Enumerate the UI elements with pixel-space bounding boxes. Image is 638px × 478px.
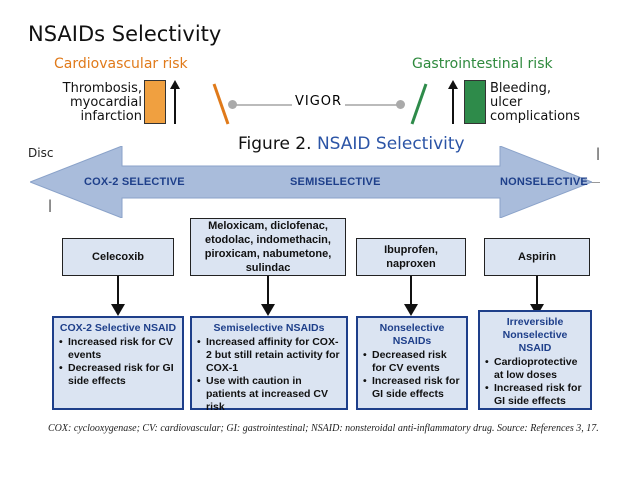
- vigor-dot-right: [396, 100, 405, 109]
- orange-slash-icon: [212, 83, 230, 125]
- truncated-bar-text: |: [48, 198, 53, 212]
- gi-condition-line: ulcer: [490, 95, 523, 110]
- desc-bullets: Increased risk for CV events Decreased r…: [59, 336, 177, 388]
- orange-risk-bar: [144, 80, 166, 124]
- gi-condition-line: complications: [490, 109, 581, 124]
- selectivity-double-arrow: [30, 146, 592, 218]
- risk-strip: Cardiovascular risk Gastrointestinal ris…: [52, 52, 602, 183]
- green-risk-bar: [464, 80, 486, 124]
- cv-condition-line: infarction: [80, 109, 142, 124]
- desc-bullet: Increased risk for CV events: [59, 336, 177, 362]
- cardiovascular-risk-label: Cardiovascular risk: [54, 56, 188, 72]
- figure-caption-prefix: Figure 2.: [238, 134, 317, 154]
- gastrointestinal-risk-label: Gastrointestinal risk: [412, 56, 553, 72]
- drug-box-ibuprofen-naproxen: Ibuprofen, naproxen: [356, 238, 466, 276]
- slide-title: NSAIDs Selectivity: [28, 22, 222, 46]
- drug-box-aspirin: Aspirin: [484, 238, 590, 276]
- footnote: COX: cyclooxygenase; CV: cardiovascular;…: [48, 423, 599, 434]
- truncated-disc-text: Disc: [28, 146, 54, 160]
- desc-bullet: Cardioprotective at low doses: [485, 356, 585, 382]
- desc-heading: Semiselective NSAIDs: [213, 322, 325, 334]
- desc-heading: Irreversible Nonselective NSAID: [502, 316, 568, 354]
- drug-box-celecoxib: Celecoxib: [62, 238, 174, 276]
- desc-bullet: Increased affinity for COX-2 but still r…: [197, 336, 341, 375]
- desc-bullet: Increased risk for GI side effects: [485, 382, 585, 408]
- down-arrow-icon: [261, 276, 275, 316]
- desc-bullets: Decreased risk for CV events Increased r…: [363, 349, 461, 401]
- desc-box-semiselective: Semiselective NSAIDs Increased affinity …: [190, 316, 348, 413]
- desc-box-nonselective: Nonselective NSAIDs Decreased risk for C…: [356, 316, 468, 410]
- down-arrow-icon: [111, 276, 125, 316]
- cv-condition-line: myocardial: [70, 95, 142, 110]
- desc-bullet: Decreased risk for GI side effects: [59, 362, 177, 388]
- green-slash-icon: [410, 83, 428, 125]
- cv-up-arrow-icon: [170, 80, 180, 124]
- desc-bullet: Increased risk for GI side effects: [363, 375, 461, 401]
- cv-condition-line: Thrombosis,: [62, 81, 142, 96]
- desc-bullet: Decreased risk for CV events: [363, 349, 461, 375]
- desc-heading: Nonselective NSAIDs: [379, 322, 445, 347]
- spectrum-label-nonselective: NONSELECTIVE: [500, 176, 588, 188]
- figure-caption-emphasis: NSAID Selectivity: [316, 134, 465, 154]
- gi-conditions: Bleeding, ulcer complications: [490, 82, 600, 124]
- desc-box-cox2-selective: COX-2 Selective NSAID Increased risk for…: [52, 316, 184, 410]
- gi-condition-line: Bleeding,: [490, 81, 552, 96]
- truncated-right-mark: |: [596, 146, 601, 160]
- gi-up-arrow-icon: [448, 80, 458, 124]
- desc-bullet: Use with caution in patients at increase…: [197, 375, 341, 414]
- spectrum-label-semiselective: SEMISELECTIVE: [290, 176, 381, 188]
- vigor-dot-left: [228, 100, 237, 109]
- cv-conditions: Thrombosis, myocardial infarction: [52, 82, 142, 124]
- vigor-label: VIGOR: [292, 94, 346, 109]
- desc-heading: COX-2 Selective NSAID: [59, 322, 177, 334]
- desc-bullets: Cardioprotective at low doses Increased …: [485, 356, 585, 408]
- desc-box-irreversible-nonselective: Irreversible Nonselective NSAID Cardiopr…: [478, 310, 592, 410]
- desc-bullets: Increased affinity for COX-2 but still r…: [197, 336, 341, 414]
- down-arrow-icon: [404, 276, 418, 316]
- spectrum-label-cox2-selective: COX-2 SELECTIVE: [84, 176, 185, 188]
- figure-caption: Figure 2. NSAID Selectivity: [238, 134, 465, 154]
- drug-box-semiselective: Meloxicam, diclofenac, etodolac, indomet…: [190, 218, 346, 276]
